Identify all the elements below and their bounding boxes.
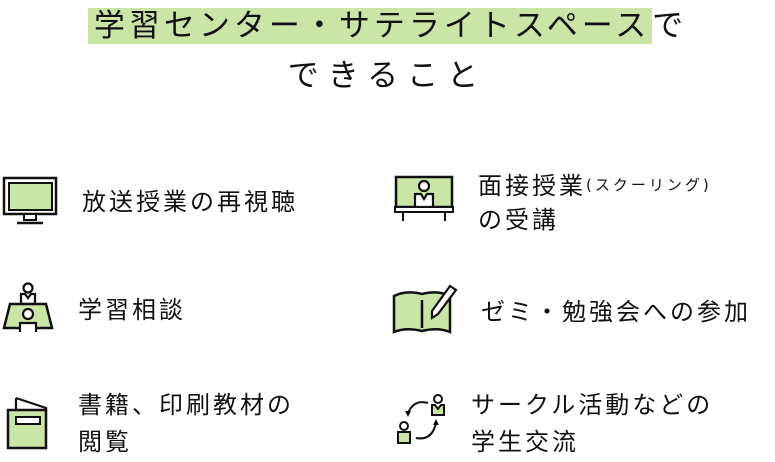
feature-label: 学習相談 <box>78 296 186 324</box>
feature-label: サークル活動などの <box>471 391 714 419</box>
classroom-lecture-icon <box>394 175 454 221</box>
title-line-2: できること <box>287 58 488 94</box>
feature-label: 面接授業(スクーリング) <box>478 172 712 200</box>
feature-label: 書籍、印刷教材の <box>78 391 294 419</box>
open-book-pen-icon <box>392 284 458 334</box>
title-line-1: 学習センター・サテライトスペースで <box>0 5 775 47</box>
feature-label-line2: 学生交流 <box>471 428 579 456</box>
student-exchange-icon <box>397 394 445 444</box>
monitor-icon <box>2 176 58 225</box>
booklet-icon <box>6 396 48 450</box>
title-suffix: で <box>652 8 688 44</box>
feature-label-line2: 閲覧 <box>78 428 132 456</box>
feature-label: 放送授業の再視聴 <box>82 188 298 216</box>
feature-label: ゼミ・勉強会への参加 <box>481 298 751 326</box>
feature-label-line2: の受講 <box>478 206 559 234</box>
consultation-desk-icon <box>2 282 54 332</box>
title-highlight: 学習センター・サテライトスペース <box>87 8 653 44</box>
